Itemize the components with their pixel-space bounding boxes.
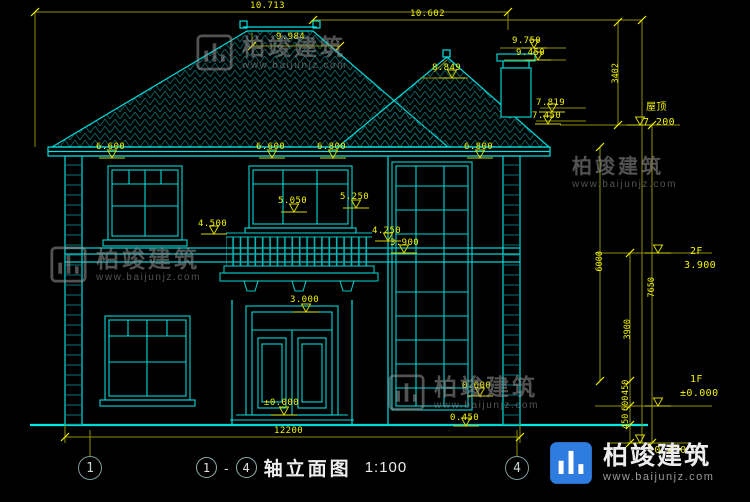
level-roof-label: 屋顶	[646, 102, 667, 113]
dim-balcony-rail-right: 5.250	[340, 192, 370, 202]
balcony	[219, 232, 379, 292]
vdim-eave-to-sill: 6000	[594, 251, 605, 272]
dim-chimney-top: 9.450	[516, 48, 546, 58]
watermark-brand: 柏竣建筑	[242, 34, 346, 60]
dim-balcony-floor: 4.500	[198, 219, 228, 229]
footer-brand: 柏竣建筑 www.baijunjz.com	[549, 441, 714, 485]
watermark-url: www.baijunjz.com	[242, 60, 348, 72]
watermark-brand: 柏竣建筑	[572, 156, 664, 178]
footer-brand-url: www.baijunjz.com	[603, 470, 715, 483]
dim-eave-3: 6.800	[317, 142, 347, 152]
baijun-logo-icon	[550, 442, 592, 484]
baijun-logo-icon	[50, 246, 87, 283]
dim-floor2-inline: 3.900	[390, 238, 420, 248]
watermark-url: www.baijunjz.com	[96, 272, 202, 284]
watermark-brand: 柏竣建筑	[434, 374, 538, 400]
watermark-center: 柏竣建筑 www.baijunjz.com	[388, 374, 539, 411]
dim-overall-width: 12200	[274, 426, 304, 436]
dim-ridge-right: 10.602	[410, 9, 445, 19]
dim-door-top: 3.000	[290, 295, 320, 305]
watermark-left: 柏竣建筑 www.baijunjz.com	[50, 246, 201, 283]
axis-bubble-1: 1	[78, 456, 102, 480]
level-f1-label: 1F	[690, 374, 703, 385]
axis-bubble-4: 4	[505, 456, 529, 480]
vdim-seg-450b: 450	[620, 413, 631, 429]
title-axis-from-bubble: 1	[196, 457, 217, 478]
watermark-top: 柏竣建筑 www.baijunjz.com	[196, 34, 347, 71]
footer-brand-text: 柏竣建筑	[603, 442, 712, 471]
dimension-lines	[34, 11, 712, 456]
dim-chimney-cap: 9.750	[512, 36, 542, 46]
window-2f-left	[102, 165, 188, 247]
window-right-stair	[391, 161, 473, 411]
chimney	[496, 53, 536, 118]
dim-balcony-rail-left: 5.050	[278, 196, 308, 206]
level-f2-label: 2F	[690, 246, 703, 257]
dim-ridge-mid: 9.984	[276, 32, 306, 42]
baijun-logo-icon	[388, 374, 425, 411]
watermark-url: www.baijunjz.com	[434, 400, 540, 412]
vdim-f2-height: 3900	[622, 319, 633, 340]
dim-ridge-right-lower: 8.849	[432, 63, 462, 73]
level-f1-value: ±0.000	[680, 388, 719, 399]
dim-eave-2: 6.600	[256, 142, 286, 152]
roof	[49, 30, 551, 148]
dim-band-right: 4.250	[372, 226, 402, 236]
vdim-roof-to-top: 3402	[610, 63, 621, 84]
dim-eave-right-lower: 7.450	[532, 111, 562, 121]
title-scale: 1:100	[364, 459, 408, 476]
vdim-total-right: 7650	[646, 277, 657, 298]
dim-eave-right-upper: 7.819	[536, 98, 566, 108]
corner-quoins	[65, 156, 520, 425]
title-dash: -	[224, 459, 229, 476]
level-f2-value: 3.900	[684, 260, 717, 271]
dim-eave-1: 6.600	[96, 142, 126, 152]
dim-ridge-left: 10.713	[250, 1, 285, 11]
dim-ground-door: ±0.000	[264, 398, 299, 408]
dim-eave-4: 6.800	[464, 142, 494, 152]
watermark-url: www.baijunjz.com	[572, 179, 678, 190]
title-text: 轴立面图	[263, 459, 352, 480]
entrance-door	[230, 305, 354, 421]
level-roof-value: 7.200	[643, 117, 676, 128]
dim-sill-right: 0.600	[462, 381, 492, 391]
level-below-grade: -0.450	[648, 445, 687, 456]
watermark-brand: 柏竣建筑	[96, 246, 200, 272]
title-axis-to-bubble: 4	[235, 457, 257, 478]
watermark-right: 柏竣建筑 www.baijunjz.com	[572, 156, 677, 190]
drawing-title: 1 - 4 轴立面图 1:100	[196, 454, 407, 481]
dim-plinth-right: 0.450	[450, 413, 480, 423]
window-1f-left	[99, 315, 196, 407]
baijun-logo-icon	[196, 34, 233, 71]
